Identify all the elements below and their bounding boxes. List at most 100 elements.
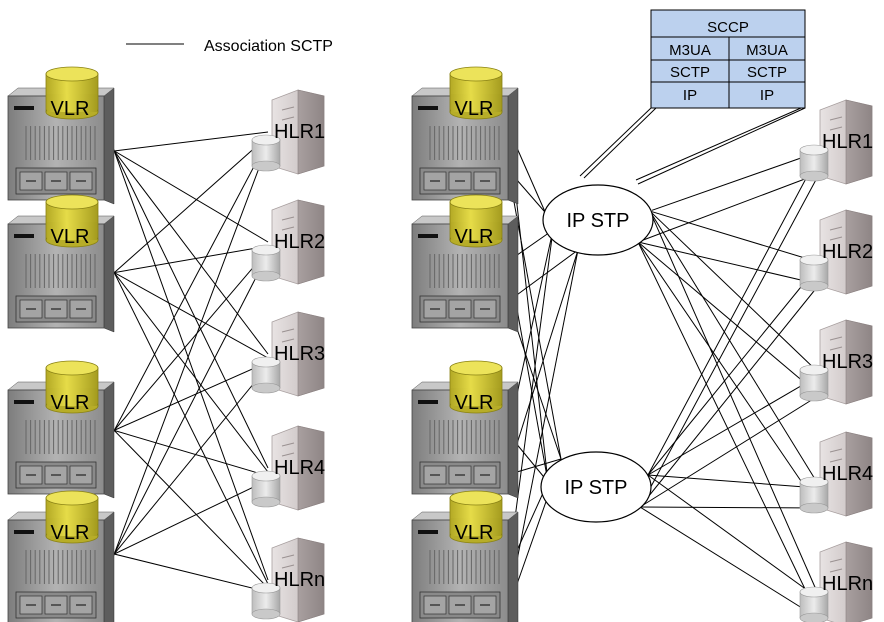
mesh-link	[105, 365, 269, 565]
database-drum-icon	[45, 66, 99, 82]
stp-ellipse	[542, 184, 654, 256]
vlr-node: VLR	[7, 360, 115, 499]
vlr-node: VLR	[411, 66, 519, 205]
vlr-label: VLR	[51, 392, 90, 414]
hlr-node-left-4: HLR4	[251, 425, 325, 511]
hlr-label: HLR4	[274, 457, 325, 479]
ip-stp-node-top: IP STP	[542, 184, 654, 256]
vlr-node: VLR	[411, 194, 519, 333]
mesh-link	[105, 127, 269, 581]
stp-ellipse	[540, 451, 652, 523]
hlr-database-icon	[251, 134, 281, 146]
vlr-label: VLR	[51, 226, 90, 248]
hlr-database-icon	[799, 364, 829, 376]
hlr-node-left-1: HLR1	[251, 89, 325, 175]
stp1-hlr-link	[651, 212, 819, 373]
vlr-label: VLR	[51, 98, 90, 120]
stp2-hlr-link	[639, 285, 819, 508]
stp2-hlr-link	[639, 395, 819, 508]
hlr-database-icon	[799, 254, 829, 266]
vlr-node: VLR	[7, 490, 115, 622]
stack-right-ip: IP	[760, 87, 774, 104]
database-drum-icon	[45, 490, 99, 506]
mesh-link	[105, 421, 269, 589]
vlr-label: VLR	[455, 98, 494, 120]
database-drum-icon	[449, 490, 503, 506]
hlr-database-icon	[251, 582, 281, 594]
mesh-link	[105, 245, 269, 275]
mesh-link	[105, 427, 269, 477]
mesh-link	[105, 133, 269, 469]
mesh-link	[105, 361, 269, 435]
hlr-node-right-5: HLRn	[799, 541, 873, 622]
hlr-label: HLR1	[822, 131, 873, 153]
network-nodes: VLR VLR VLR VLR VLR VLR VLR VLR HLR1HLR2HLR3HLR4…	[7, 66, 873, 622]
stp-label: IP STP	[565, 477, 628, 499]
association-links	[105, 127, 819, 619]
stp2-hlr-link	[639, 175, 819, 508]
stp2-hlr-link	[647, 474, 819, 599]
vlr-stp1-link	[509, 229, 554, 557]
legend: Association SCTP	[126, 38, 333, 55]
hlr-node-right-2: HLR2	[799, 209, 873, 295]
protocol-stack-background	[650, 9, 806, 109]
hlr-node-right-4: HLR4	[799, 431, 873, 517]
stack-left-ip: IP	[683, 87, 697, 104]
stack-right-m3ua: M3UA	[746, 42, 788, 59]
hlr-label: HLR1	[274, 121, 325, 143]
stp2-hlr-link	[639, 506, 819, 509]
stp1-hlr-link	[651, 151, 819, 211]
hlr-database-icon	[251, 356, 281, 368]
mesh-link	[105, 139, 269, 447]
hlr-database-icon	[799, 476, 829, 488]
mesh-link	[105, 131, 269, 153]
database-drum-icon	[449, 360, 503, 376]
stp1-hlr-link	[651, 214, 819, 485]
database-drum-icon	[45, 194, 99, 210]
mesh-link	[105, 261, 269, 473]
vlr-node: VLR	[7, 194, 115, 333]
hlr-node-right-1: HLR1	[799, 99, 873, 185]
database-drum-icon	[449, 194, 503, 210]
stack-right-sctp: SCTP	[747, 64, 787, 81]
hlr-label: HLRn	[822, 573, 873, 595]
hlr-label: HLR4	[822, 463, 873, 485]
mesh-link	[105, 267, 269, 359]
mesh-link	[105, 255, 269, 585]
mesh-link	[105, 135, 269, 281]
vlr-node: VLR	[411, 490, 519, 622]
hlr-node-left-5: HLRn	[251, 537, 325, 622]
stp1-hlr-link	[651, 211, 819, 263]
mesh-link	[105, 249, 269, 441]
hlr-node-left-3: HLR3	[251, 311, 325, 397]
hlr-label: HLR3	[822, 351, 873, 373]
mesh-link	[105, 479, 269, 559]
stp2-hlr-link	[647, 265, 819, 476]
hlr-label: HLR3	[274, 343, 325, 365]
ip-stp-node-bottom: IP STP	[540, 451, 652, 523]
hlr-label: HLR2	[274, 231, 325, 253]
stp2-hlr-link	[647, 155, 819, 476]
hlr-database-icon	[799, 144, 829, 156]
stp1-hlr-link	[637, 173, 819, 243]
vlr-stp2-link	[509, 179, 562, 460]
mesh-link	[105, 145, 269, 243]
legend-label: Association SCTP	[204, 38, 333, 55]
stack-left-sctp: SCTP	[670, 64, 710, 81]
hlr-database-icon	[799, 586, 829, 598]
stack-callout	[579, 107, 806, 185]
hlr-node-right-3: HLR3	[799, 319, 873, 405]
stack-left-m3ua: M3UA	[669, 42, 711, 59]
vlr-node: VLR	[411, 360, 519, 499]
hlr-database-icon	[251, 244, 281, 256]
stp2-hlr-link	[647, 375, 819, 476]
stp1-hlr-link	[637, 241, 819, 617]
stp2-hlr-link	[647, 474, 819, 489]
hlr-label: HLRn	[274, 569, 325, 591]
stp1-hlr-link	[637, 241, 819, 395]
hlr-node-left-2: HLR2	[251, 199, 325, 285]
vlr-label: VLR	[455, 392, 494, 414]
vlr-label: VLR	[455, 522, 494, 544]
